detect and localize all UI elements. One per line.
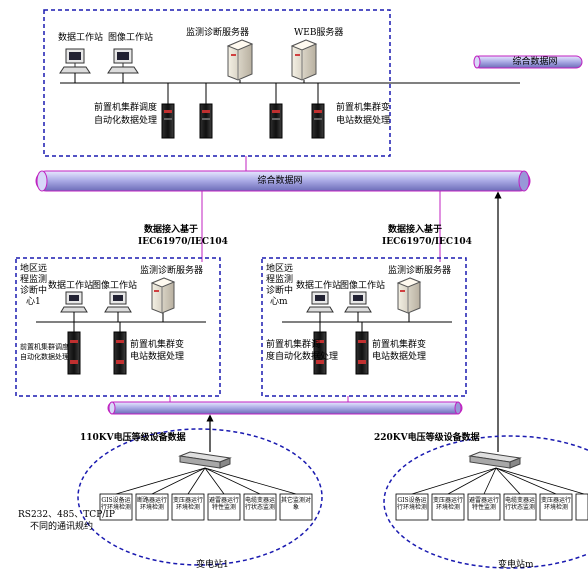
access-right-line1: 数据接入基于	[388, 225, 443, 235]
device-boxes-left	[99, 493, 313, 521]
station-left-name: 变电站1	[196, 560, 229, 570]
region-left-cluster-right-line1: 前置机集群变	[130, 340, 185, 350]
region-left-title-3: 诊断中	[20, 286, 48, 296]
switch-icon-left	[178, 451, 232, 469]
top-right-bus-label: 综合数据网	[512, 57, 558, 67]
rack-icon-left-2	[113, 322, 127, 375]
station-right-device-2: 变压器运行环境检测	[432, 497, 463, 511]
region-left-title-2: 程监测	[20, 275, 48, 285]
top-workstation-image-label: 图像工作站	[108, 33, 154, 43]
pc-icon-top-image	[107, 48, 139, 83]
lower-data-bus	[107, 401, 463, 415]
server-icon-top-web	[290, 39, 318, 83]
region-right-monitor-server-label: 监测诊断服务器	[388, 266, 452, 276]
top-cluster-right-line1: 前置机集群变	[336, 103, 391, 113]
station-left-device-6: 其它监测对象	[280, 497, 311, 511]
region-left-frame	[15, 257, 221, 397]
server-icon-left-monitor	[150, 277, 176, 322]
rack-icon-top-3	[269, 83, 283, 139]
region-right-title-2: 程监测	[266, 275, 294, 285]
station-right-fanout	[411, 467, 585, 495]
top-web-server-label: WEB服务器	[294, 28, 344, 38]
station-right-name: 变电站m	[498, 560, 534, 570]
top-workstation-data-label: 数据工作站	[58, 33, 104, 43]
region-left-workstation-data-label: 数据工作站	[48, 281, 94, 291]
top-cluster-left-line2: 自动化数据处理	[94, 116, 158, 126]
switch-icon-right	[468, 451, 522, 469]
station-left-device-3: 变压器运行环境检测	[172, 497, 203, 511]
pc-icon-right-image	[344, 291, 372, 322]
station-left-device-2: 断路器运行环境检测	[136, 497, 167, 511]
main-data-bus	[35, 170, 531, 192]
region-left-workstation-image-label: 图像工作站	[92, 281, 138, 291]
label-220kv: 220KV电压等级设备数据	[374, 433, 480, 443]
pc-icon-right-data	[306, 291, 334, 322]
pc-icon-left-image	[104, 291, 132, 322]
rack-icon-left-1	[67, 322, 81, 375]
top-cluster-right-line2: 电站数据处理	[336, 116, 391, 126]
region-right-title-4: 心m	[270, 297, 288, 307]
access-left-line1: 数据接入基于	[144, 225, 199, 235]
station-right-ellipse	[383, 435, 588, 569]
region-right-title-3: 诊断中	[266, 286, 294, 296]
region-left-title-4: 心1	[26, 297, 41, 307]
device-boxes-right	[395, 493, 588, 521]
station-right-device-3: 避雷器运行特性监测	[468, 497, 499, 511]
station-left-ellipse	[77, 428, 323, 566]
server-icon-top-monitor	[226, 39, 254, 83]
region-right-title-1: 地区远	[266, 264, 294, 274]
main-bus-label: 综合数据网	[257, 176, 303, 186]
rs-note-line2: 不同的通讯规约	[30, 522, 94, 532]
rack-icon-top-4	[311, 83, 325, 139]
rack-icon-top-1	[161, 83, 175, 139]
server-icon-right-monitor	[396, 277, 422, 322]
top-center-frame	[43, 9, 391, 157]
rack-icon-top-2	[199, 83, 213, 139]
station-right-device-4: 电缆变器运行状态监测	[504, 497, 535, 511]
rack-icon-right-2	[355, 322, 369, 375]
label-110kv: 110KV电压等级设备数据	[80, 433, 186, 443]
pc-icon-top-data	[59, 48, 91, 83]
region-right-cluster-right-line2: 电站数据处理	[372, 352, 427, 362]
station-left-fanout	[115, 467, 297, 495]
station-left-device-5: 电缆变器运行状态监测	[244, 497, 275, 511]
top-cluster-left-line1: 前置机集群调度	[94, 103, 158, 113]
top-monitor-server-label: 监测诊断服务器	[186, 28, 250, 38]
station-left-device-1: GIS设备运行环境检测	[100, 497, 131, 511]
station-right-device-5: 变压器运行环境检测	[540, 497, 571, 511]
region-right-frame	[261, 257, 467, 397]
pc-icon-left-data	[60, 291, 88, 322]
region-right-workstation-image-label: 图像工作站	[340, 281, 386, 291]
top-right-data-bus	[473, 55, 583, 69]
region-left-cluster-right-line2: 电站数据处理	[130, 352, 185, 362]
region-left-cluster-left-line1: 前置机集群调度	[20, 343, 69, 351]
region-left-monitor-server-label: 监测诊断服务器	[140, 266, 204, 276]
station-left-device-4: 避雷器运行特性监测	[208, 497, 239, 511]
region-right-workstation-data-label: 数据工作站	[296, 281, 342, 291]
region-left-cluster-left-line2: 自动化数据处理	[20, 353, 69, 361]
region-left-title-1: 地区远	[20, 264, 48, 274]
rs-note-line1: RS232、485、TCP/IP	[18, 510, 115, 520]
region-right-cluster-left-line2: 度自动化数据处理	[266, 352, 339, 362]
region-right-cluster-left-line1: 前置机集群调	[266, 340, 321, 350]
station-right-device-1: GIS设备运行环境检测	[396, 497, 427, 511]
access-left-line2: IEC61970/IEC104	[138, 237, 228, 247]
rack-icon-right-1	[313, 322, 327, 375]
region-right-cluster-right-line1: 前置机集群变	[372, 340, 427, 350]
access-right-line2: IEC61970/IEC104	[382, 237, 472, 247]
